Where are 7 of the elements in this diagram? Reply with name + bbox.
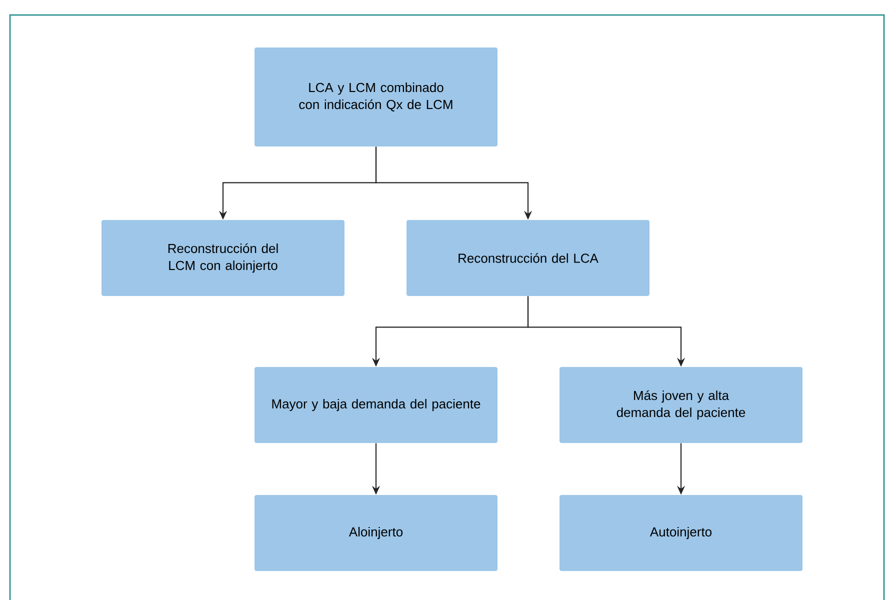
process-box: Mayor y baja demanda del paciente xyxy=(254,367,498,443)
process-box: Aloinjerto xyxy=(254,495,498,571)
process-box: Autoinjerto xyxy=(560,495,802,571)
process-box: Reconstrucción del LCM con aloinjerto xyxy=(102,220,344,296)
process-box: LCA y LCM combinado con indicación Qx de LCM xyxy=(254,48,498,146)
process-box: Reconstrucción del LCA xyxy=(406,220,650,296)
process-box: Más joven y alta demanda del paciente xyxy=(560,367,802,443)
